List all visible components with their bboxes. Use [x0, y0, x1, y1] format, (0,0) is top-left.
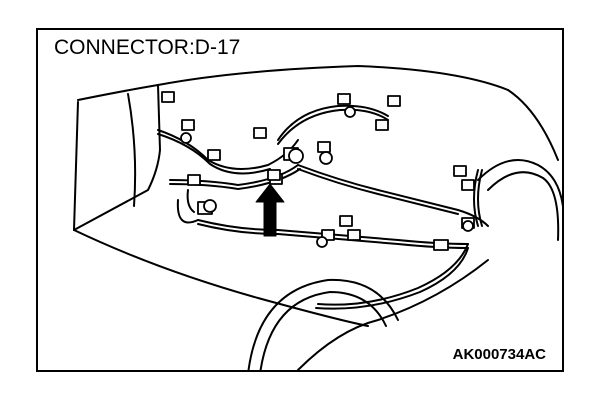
connector [337, 93, 351, 105]
connector [339, 215, 353, 227]
connector [433, 239, 449, 251]
connector [461, 179, 475, 191]
connector [321, 229, 335, 241]
diagram-frame: CONNECTOR:D-17 AK000734AC [36, 28, 564, 372]
figure-code: AK000734AC [452, 346, 546, 363]
connector [387, 95, 401, 107]
arrow-icon [255, 183, 285, 237]
connector [375, 119, 389, 131]
wiring-harness-illustration [73, 65, 562, 370]
diagram-title: CONNECTOR:D-17 [54, 36, 241, 59]
connector [253, 127, 267, 139]
clamp-group [180, 106, 474, 248]
connector [347, 229, 361, 241]
connector [317, 141, 331, 153]
car-body-outline [73, 65, 562, 370]
connector [187, 174, 201, 186]
connector [161, 91, 175, 103]
connector [181, 119, 195, 131]
connector-d-17 [267, 169, 281, 181]
connector [207, 149, 221, 161]
connector [453, 165, 467, 177]
